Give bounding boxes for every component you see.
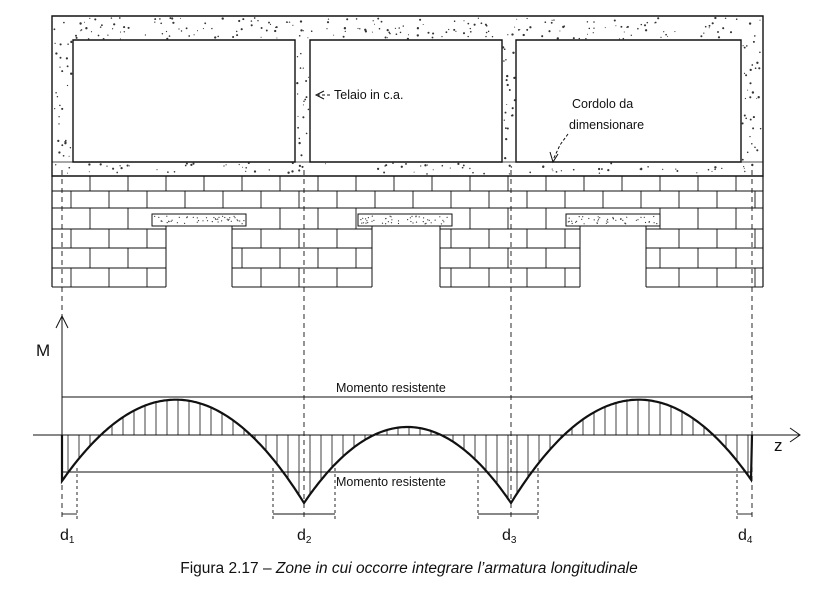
brick-courses xyxy=(51,175,764,288)
d1-label: d1 xyxy=(60,527,75,546)
resisting-moment-upper-label: Momento resistente xyxy=(336,381,446,395)
z-axis-label: z xyxy=(774,436,783,455)
moment-hatching xyxy=(67,399,749,499)
concrete-texture xyxy=(53,16,762,175)
resisting-moment-lower-label: Momento resistente xyxy=(336,475,446,489)
frame-annotation-arrow xyxy=(314,90,330,100)
concrete-frame xyxy=(51,15,764,177)
z-axis-arrowhead xyxy=(789,427,801,443)
curb-label-line2: dimensionare xyxy=(569,118,644,132)
d3-label: d3 xyxy=(502,527,517,546)
d4-label: d4 xyxy=(738,527,753,546)
caption-prefix: Figura 2.17 – xyxy=(180,560,276,577)
curb-label-line1: Cordolo da xyxy=(572,97,633,111)
lintel-texture xyxy=(154,215,658,225)
d2-label: d2 xyxy=(297,527,312,546)
moment-diagram xyxy=(33,314,801,506)
curb-annotation-arrow xyxy=(549,133,569,164)
lintel-2 xyxy=(357,213,453,227)
caption-title: Zone in cui occorre integrare l’armatura… xyxy=(275,560,638,577)
figure-caption: Figura 2.17 – Zone in cui occorre integr… xyxy=(0,560,818,578)
d-dimension-markers xyxy=(62,468,752,520)
concrete-frame-body xyxy=(51,15,764,177)
masonry-wall xyxy=(51,175,764,288)
m-axis-arrowhead xyxy=(55,314,69,329)
lintel-3 xyxy=(565,213,661,227)
moment-curve xyxy=(60,398,754,506)
lintel-1 xyxy=(151,213,247,227)
frame-label: Telaio in c.a. xyxy=(334,88,403,102)
m-axis-label: M xyxy=(36,341,50,360)
